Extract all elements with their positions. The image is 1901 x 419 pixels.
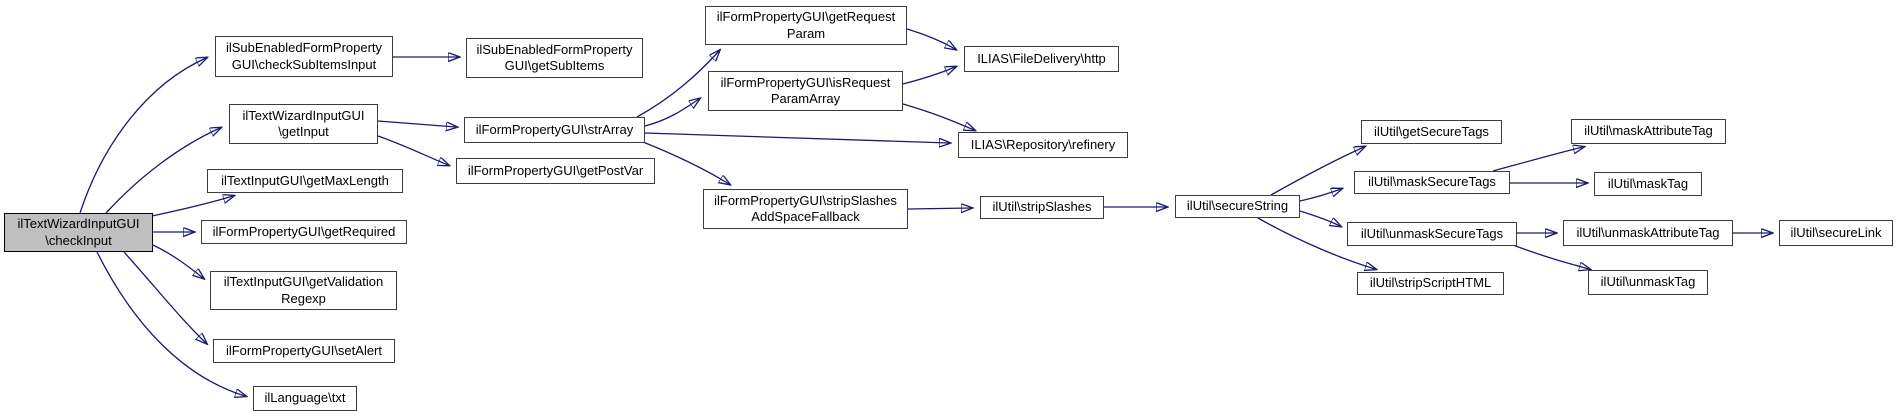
edge-checkinput-checksubitemsinput — [79, 58, 206, 214]
edge-strarray-refinery — [644, 132, 949, 143]
edge-strarray-getrequestparam — [636, 51, 719, 118]
node-secure-link[interactable]: ilUtil\secureLink — [1779, 220, 1893, 246]
edge-isrequestparamarray-refinery — [902, 103, 974, 130]
node-strip-slashes[interactable]: ilUtil\stripSlashes — [980, 196, 1104, 219]
node-unmask-secure-tags[interactable]: ilUtil\unmaskSecureTags — [1347, 222, 1517, 246]
node-get-secure-tags[interactable]: ilUtil\getSecureTags — [1361, 120, 1502, 144]
edge-stripslashesfallback-stripslashes — [907, 208, 971, 209]
node-secure-string[interactable]: ilUtil\secureString — [1175, 195, 1300, 218]
edge-checkinput-setalert — [123, 251, 206, 343]
edge-getrequestparam-http — [906, 28, 955, 49]
edge-masksecuretags-maskattributetag — [1492, 147, 1583, 172]
node-mask-secure-tags[interactable]: ilUtil\maskSecureTags — [1354, 171, 1510, 194]
node-txt[interactable]: ilLanguage\txt — [253, 386, 357, 411]
edge-securestring-stripscripthtml — [1257, 217, 1375, 269]
node-refinery[interactable]: ILIAS\Repository\refinery — [958, 132, 1128, 158]
node-get-post-var[interactable]: ilFormPropertyGUI\getPostVar — [456, 158, 655, 184]
node-strip-script-html[interactable]: ilUtil\stripScriptHTML — [1357, 272, 1504, 295]
node-http[interactable]: ILIAS\FileDelivery\http — [964, 46, 1119, 72]
node-mask-tag[interactable]: ilUtil\maskTag — [1594, 172, 1702, 196]
node-set-alert[interactable]: ilFormPropertyGUI\setAlert — [213, 339, 395, 363]
edge-isrequestparamarray-http — [902, 67, 955, 85]
edge-getinput-strarray — [377, 120, 456, 127]
edge-checkinput-getmaxlength — [151, 196, 233, 217]
node-unmask-attribute-tag[interactable]: ilUtil\unmaskAttributeTag — [1563, 220, 1733, 246]
node-get-input[interactable]: ilTextWizardInputGUI \getInput — [229, 104, 378, 144]
edge-securestring-masksecuretags — [1299, 189, 1341, 202]
edge-securestring-getsecuretags — [1270, 147, 1364, 196]
node-str-array[interactable]: ilFormPropertyGUI\strArray — [464, 117, 645, 143]
node-get-request-param[interactable]: ilFormPropertyGUI\getRequest Param — [705, 6, 907, 45]
node-unmask-tag[interactable]: ilUtil\unmaskTag — [1588, 270, 1708, 295]
node-strip-slashes-add-space-fallback[interactable]: ilFormPropertyGUI\stripSlashes AddSpaceF… — [703, 189, 908, 229]
edge-checkinput-txt — [96, 251, 245, 396]
edge-strarray-isrequestparamarray — [644, 99, 699, 127]
node-check-input: ilTextWizardInputGUI \checkInput — [4, 213, 153, 252]
node-check-sub-items-input[interactable]: ilSubEnabledFormProperty GUI\checkSubIte… — [215, 36, 393, 77]
node-mask-attribute-tag[interactable]: ilUtil\maskAttributeTag — [1571, 119, 1726, 144]
edge-getinput-getpostvar — [377, 135, 448, 165]
node-get-sub-items[interactable]: ilSubEnabledFormProperty GUI\getSubItems — [466, 38, 643, 78]
node-get-required[interactable]: ilFormPropertyGUI\getRequired — [201, 220, 407, 244]
edge-securestring-unmasksecuretags — [1299, 210, 1340, 226]
node-get-validation-regexp[interactable]: ilTextInputGUI\getValidation Regexp — [210, 271, 397, 310]
edge-unmasksecuretags-unmasktag — [1512, 244, 1589, 269]
edge-checkinput-getinput — [105, 128, 220, 214]
edge-checkinput-getvalidationregexp — [152, 244, 203, 278]
node-is-request-param-array[interactable]: ilFormPropertyGUI\isRequest ParamArray — [708, 71, 903, 111]
node-get-max-length[interactable]: ilTextInputGUI\getMaxLength — [207, 169, 403, 193]
edge-strarray-stripslashesfallback — [642, 141, 729, 184]
